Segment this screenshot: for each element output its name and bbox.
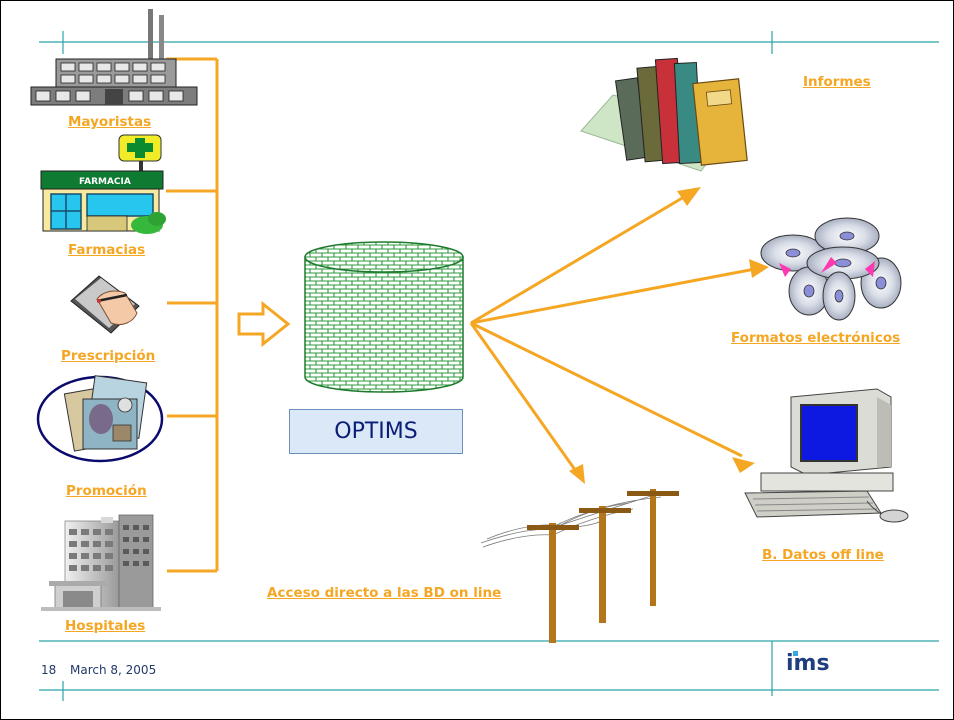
source-link-prescripcion[interactable]: Prescripción [61,348,156,364]
output-link-online[interactable]: Acceso directo a las BD on line [267,585,502,601]
cd-discs-icon [760,217,902,321]
input-arrow [237,300,291,348]
database-cylinder-icon [304,241,464,393]
slide-rules [39,31,939,701]
books-icon [580,57,748,172]
logo-accent-dot [793,651,798,656]
computer-icon [744,388,909,523]
telephone-poles-icon [480,489,679,643]
source-link-promocion[interactable]: Promoción [66,483,147,499]
pharmacy-sign: FARMACIA [79,177,131,187]
arrowheads [569,187,769,484]
output-arrows [469,192,756,475]
output-link-offline[interactable]: B. Datos off line [762,547,884,563]
source-link-farmacias[interactable]: Farmacias [68,242,146,258]
source-bracket [166,57,219,573]
prescription-writing-icon [70,275,140,334]
pharmacy-icon: FARMACIA [40,134,166,234]
optims-label: OPTIMS [334,419,418,444]
page-number: 18 [41,663,57,677]
output-link-formatos[interactable]: Formatos electrónicos [731,330,901,346]
hospital-building-icon [41,514,161,611]
promotion-materials-icon [36,375,164,463]
footer-date: March 8, 2005 [70,663,157,677]
source-link-hospitales[interactable]: Hospitales [65,618,146,634]
optims-box: OPTIMS [289,409,463,454]
output-link-informes[interactable]: Informes [803,74,871,90]
source-link-mayoristas[interactable]: Mayoristas [68,114,152,130]
factory-icon [30,9,198,106]
